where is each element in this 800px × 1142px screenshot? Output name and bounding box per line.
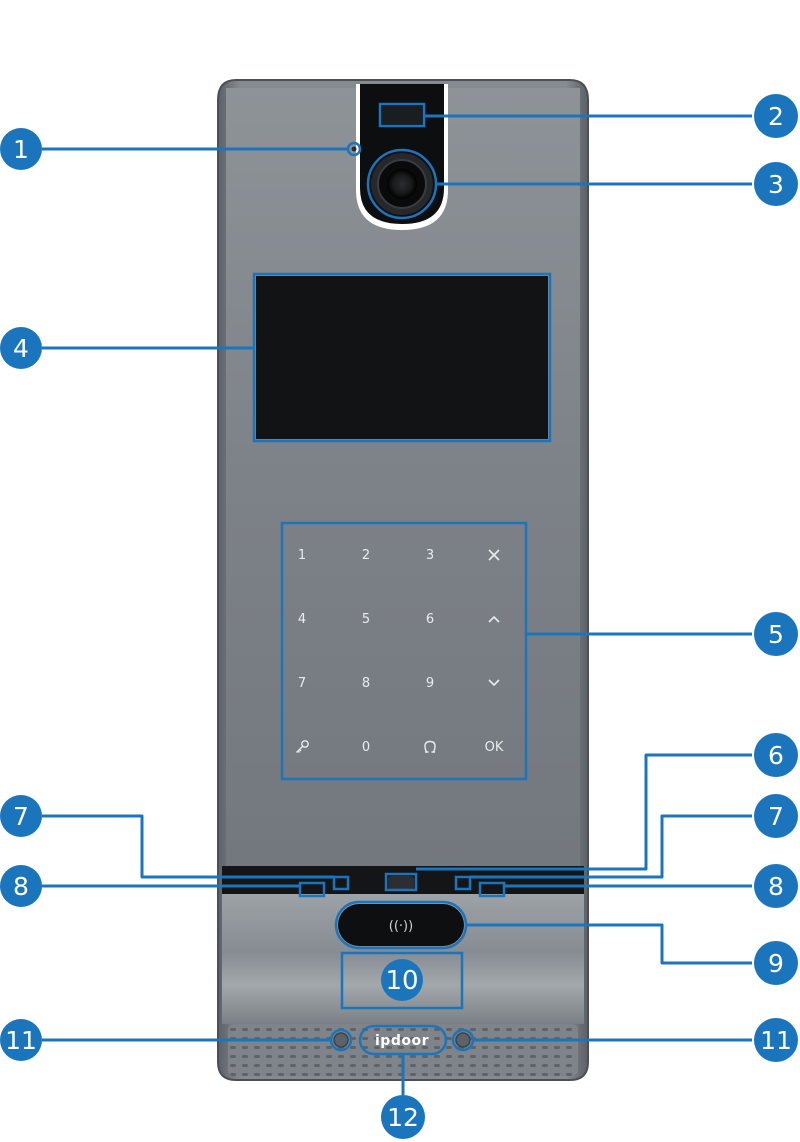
highlight-infrared xyxy=(384,872,418,892)
camera-lens xyxy=(387,169,417,199)
key-7[interactable]: 7 xyxy=(297,675,307,691)
microphone xyxy=(351,146,357,152)
leader-lines xyxy=(42,114,752,1095)
key-3[interactable]: 3 xyxy=(425,547,435,563)
key-6[interactable]: 6 xyxy=(425,611,435,627)
key-ok[interactable]: OK xyxy=(484,739,504,755)
light-sensor xyxy=(382,106,422,124)
highlight-display xyxy=(252,272,552,443)
key-4[interactable]: 4 xyxy=(297,611,307,627)
key-unlock[interactable] xyxy=(270,715,334,779)
callout-4: 4 xyxy=(0,327,42,369)
key-8[interactable]: 8 xyxy=(361,675,371,691)
key-cancel[interactable] xyxy=(462,523,526,587)
screw-right xyxy=(455,1032,471,1048)
callout-2: 2 xyxy=(754,94,798,138)
svg-text:8: 8 xyxy=(768,872,784,901)
key-icon xyxy=(296,740,309,753)
svg-text:1: 1 xyxy=(13,135,29,164)
callout-8-right: 8 xyxy=(754,864,798,908)
callout-10: 10 xyxy=(381,959,423,1001)
callout-12: 12 xyxy=(381,1095,425,1139)
callout-1: 1 xyxy=(0,128,42,170)
svg-text:11: 11 xyxy=(760,1026,792,1055)
bell-icon xyxy=(424,740,436,753)
touch-keypad: 1 2 3 4 5 6 7 8 9 0 OK xyxy=(270,523,526,779)
callout-9: 9 xyxy=(754,941,798,985)
svg-text:5: 5 xyxy=(768,620,784,649)
key-1[interactable]: 1 xyxy=(297,547,307,563)
rfid-reader xyxy=(338,904,464,946)
highlights xyxy=(252,102,552,1056)
leader-6 xyxy=(416,753,752,871)
highlight-indicator-right xyxy=(478,881,506,898)
svg-text:12: 12 xyxy=(387,1103,419,1132)
leader-7-left xyxy=(42,814,334,879)
callout-11-left: 11 xyxy=(0,1019,42,1061)
svg-text:3: 3 xyxy=(768,170,784,199)
svg-text:8: 8 xyxy=(13,872,29,901)
rfid-symbol: ((·)) xyxy=(389,919,413,934)
brand-logo: ipdoor xyxy=(375,1033,429,1049)
key-up[interactable] xyxy=(462,587,526,651)
highlight-area-10 xyxy=(340,951,464,1010)
display-screen xyxy=(256,276,548,439)
svg-text:7: 7 xyxy=(768,802,784,831)
callout-8-left: 8 xyxy=(0,865,42,907)
key-down[interactable] xyxy=(462,651,526,715)
key-5[interactable]: 5 xyxy=(361,611,371,627)
chevron-down-icon xyxy=(488,679,500,687)
key-call[interactable] xyxy=(398,715,462,779)
callout-6: 6 xyxy=(754,733,798,777)
svg-text:4: 4 xyxy=(13,334,29,363)
leader-9 xyxy=(466,923,752,965)
svg-text:7: 7 xyxy=(13,802,29,831)
callout-7-right: 7 xyxy=(754,794,798,838)
svg-text:2: 2 xyxy=(768,102,784,131)
key-2[interactable]: 2 xyxy=(361,547,371,563)
callout-3: 3 xyxy=(754,162,798,206)
key-9[interactable]: 9 xyxy=(425,675,435,691)
leader-7-right xyxy=(470,814,752,879)
svg-text:10: 10 xyxy=(385,966,418,996)
speaker-grille xyxy=(228,1024,578,1076)
screw-left xyxy=(333,1032,349,1048)
highlight-indicator-left xyxy=(298,881,326,898)
highlight-led-left xyxy=(332,875,350,891)
svg-text:11: 11 xyxy=(5,1026,37,1055)
key-0[interactable]: 0 xyxy=(361,739,371,755)
chevron-up-icon xyxy=(488,615,500,623)
svg-text:6: 6 xyxy=(768,741,784,770)
callout-7-left: 7 xyxy=(0,795,42,837)
svg-text:9: 9 xyxy=(768,949,784,978)
highlight-keypad xyxy=(280,521,528,781)
callout-5: 5 xyxy=(754,612,798,656)
close-icon xyxy=(488,549,500,561)
infrared-sensor xyxy=(388,876,414,890)
highlight-led-right xyxy=(454,875,472,891)
callout-11-right: 11 xyxy=(754,1018,798,1062)
